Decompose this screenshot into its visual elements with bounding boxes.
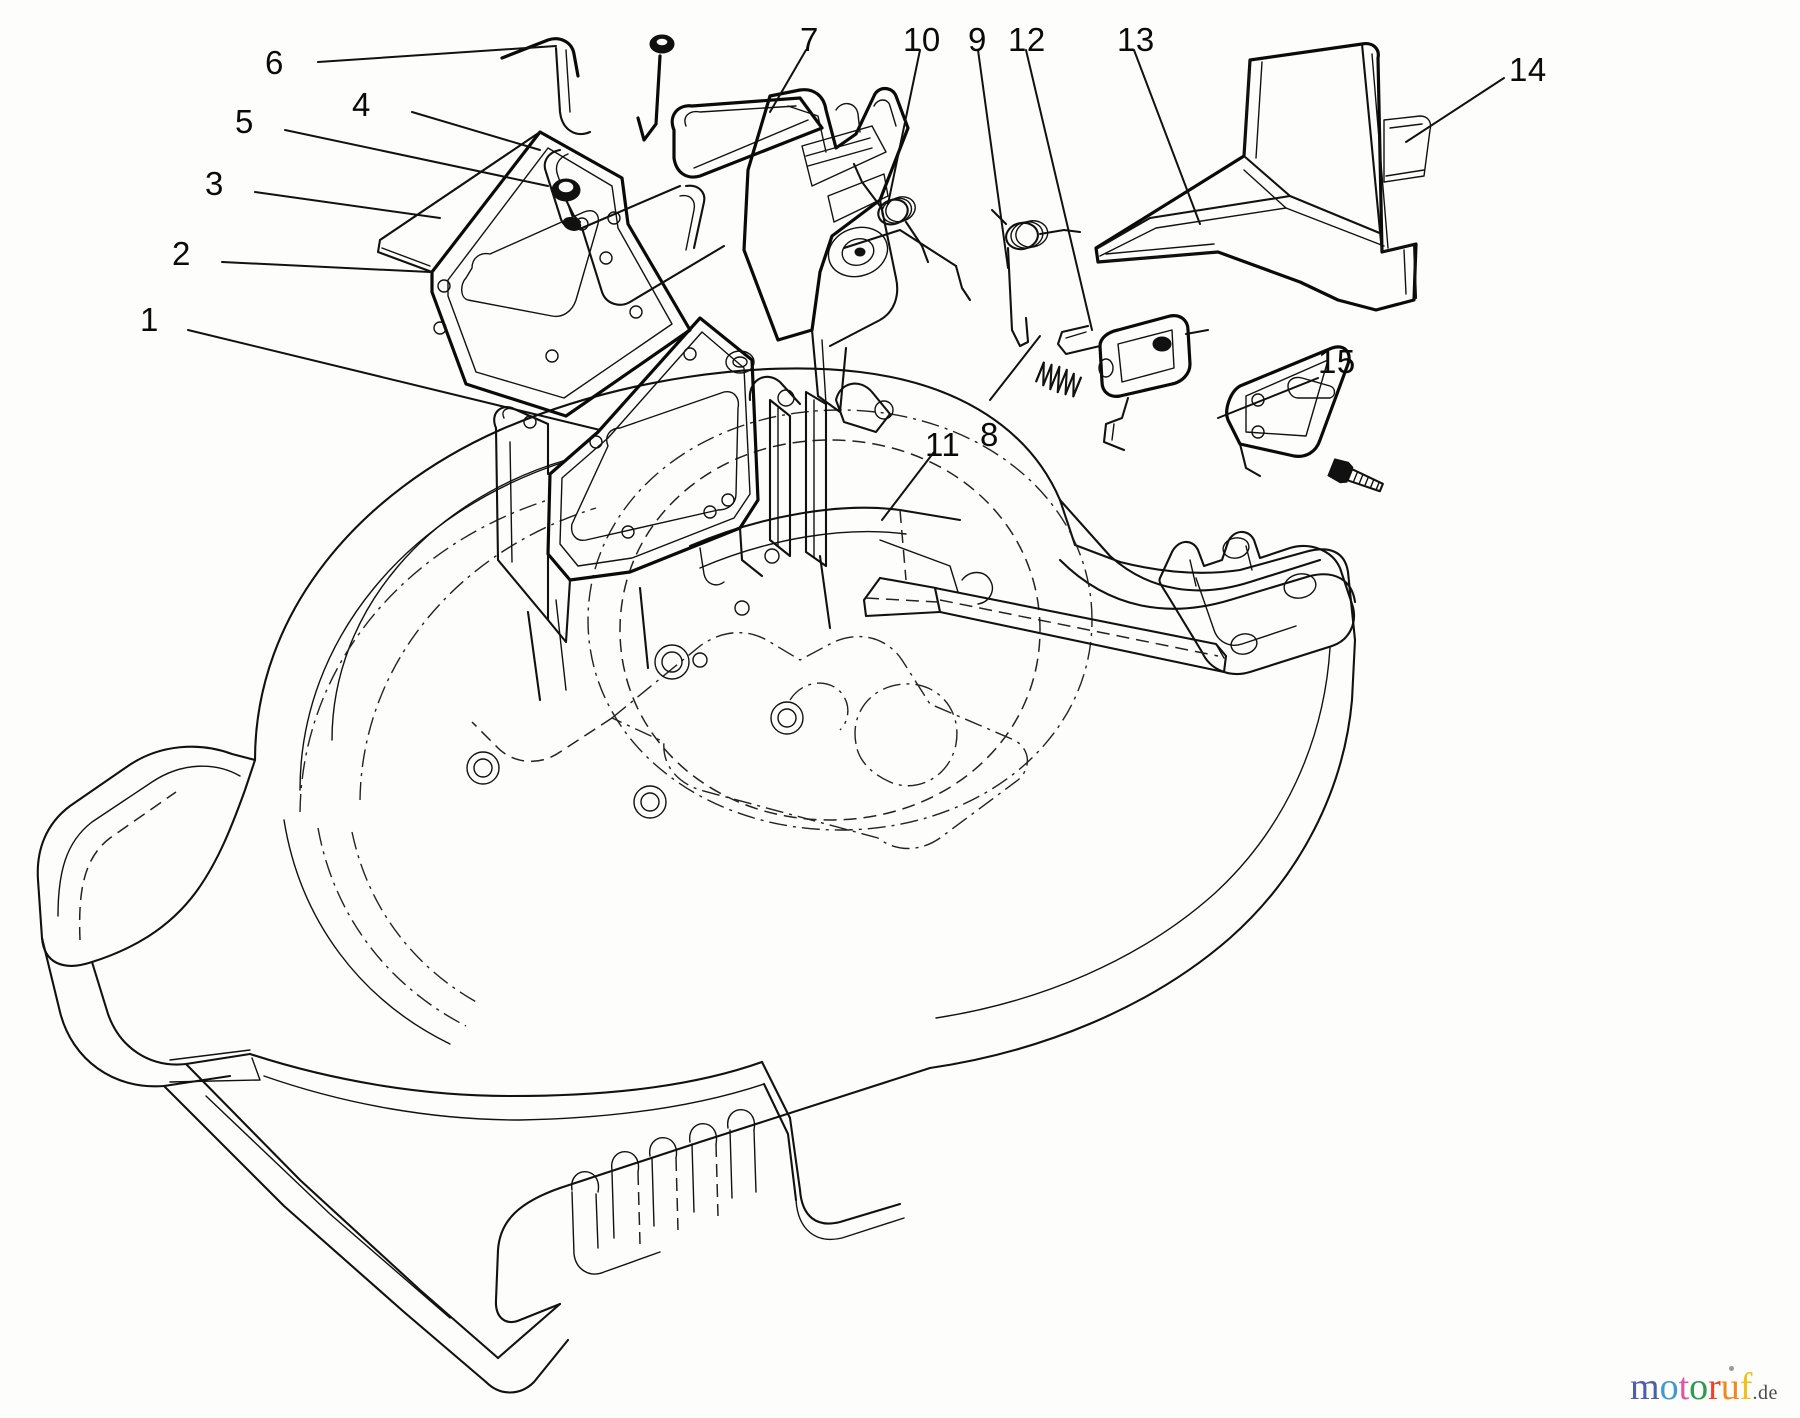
compression-spring <box>1035 361 1082 398</box>
side-discharge-chute <box>1094 42 1432 312</box>
callout-label-9: 9 <box>968 21 987 58</box>
cover-plate-and-retainer <box>543 148 726 306</box>
torsion-spring-left <box>842 162 972 302</box>
watermark-letter-u: u <box>1720 1366 1740 1408</box>
watermark-tld: .de <box>1752 1382 1778 1404</box>
callout-label-4: 4 <box>352 86 371 123</box>
deck-rail-strip <box>862 576 1228 674</box>
latch-catch-bracket <box>1056 314 1210 452</box>
watermark-letter-m: m <box>1630 1366 1660 1408</box>
motoruf-watermark-logo: motoruf.de <box>1630 1366 1778 1408</box>
callout-label-13: 13 <box>1117 21 1155 58</box>
callout-label-15: 15 <box>1318 343 1356 380</box>
callout-label-11: 11 <box>925 426 961 463</box>
side-cover-plate <box>1225 345 1351 478</box>
callout-label-3: 3 <box>205 165 224 202</box>
callout-label-6: 6 <box>265 44 284 81</box>
callout-label-2: 2 <box>172 235 191 272</box>
callout-label-8: 8 <box>980 416 999 453</box>
deck-mount-plate <box>493 316 764 644</box>
hex-head-screw <box>1327 458 1384 493</box>
callout-label-7: 7 <box>800 21 819 58</box>
torsion-spring-right <box>990 208 1082 348</box>
baffle-panel <box>376 130 692 418</box>
watermark-letter-t: t <box>1678 1366 1690 1408</box>
cotter-pin <box>500 37 662 142</box>
callout-label-5: 5 <box>235 103 254 140</box>
watermark-letter-o1: o <box>1659 1366 1679 1408</box>
callout-label-1: 1 <box>140 301 159 338</box>
watermark-dot <box>1728 1366 1734 1371</box>
callout-label-10: 10 <box>903 21 941 58</box>
callout-label-14: 14 <box>1509 51 1547 88</box>
callout-label-12: 12 <box>1008 21 1046 58</box>
watermark-letter-f: f <box>1739 1366 1753 1408</box>
mower-deck-housing <box>36 367 1357 1394</box>
deflector-hinge-bracket <box>649 34 910 414</box>
watermark-letter-r: r <box>1708 1366 1721 1408</box>
watermark-letter-o2: o <box>1689 1366 1709 1408</box>
callout-leader-lines <box>187 45 1505 521</box>
